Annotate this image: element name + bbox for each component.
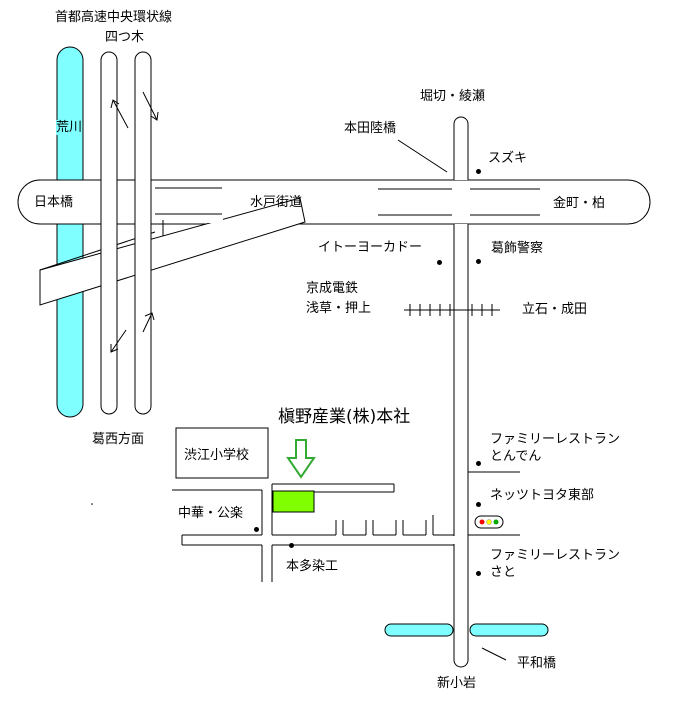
kasai-label: 葛西方面 [92,432,145,447]
company-hq-block [272,490,315,513]
katsushika-police-dot [476,259,481,264]
shibue-school-building [175,427,269,479]
company-title: 槇野産業(株)本社 [278,407,411,427]
asakusa-label: 浅草・押上 [306,301,372,316]
expressway-label: 首都高速中央環状線 [55,10,173,25]
netz-toyota-label: ネッツトヨタ東部 [490,488,595,503]
honda-senko-dot [289,543,294,548]
keisei-label: 京成電鉄 [306,281,359,296]
expressway-lane-right [134,51,152,415]
arakawa-label: 荒川 [56,120,83,135]
mito-kaido-label: 水戸街道 [250,195,303,210]
family1-label-line2: とんでん [490,449,542,464]
direction-arrows [110,91,159,353]
chuka-label: 中華・公楽 [178,506,244,521]
family2-label-line1: ファミリーレストラン [490,548,621,563]
family2-label-line2: さと [490,565,517,580]
heiwabashi-river-left [384,623,454,637]
expressway-lane-left [100,51,118,415]
family2-dot [476,571,481,576]
hondarikkyo-leader [397,139,448,173]
suzuki-label: スズキ [488,151,528,166]
arakawa-river [56,46,84,418]
itoyokado-dot [437,260,442,265]
shibue-school-label: 渋江小学校 [184,448,250,463]
netz-toyota-dot [476,502,481,507]
heiwabashi-leader [481,647,507,661]
chuka-dot [254,527,259,532]
nihonbashi-label: 日本橋 [34,195,74,210]
down-arrow-icon [286,439,316,479]
kanamachi-label: 金町・柏 [553,196,606,211]
hondarikkyo-label: 本田陸橋 [344,121,397,136]
tateishi-label: 立石・成田 [522,302,588,317]
family1-label-line1: ファミリーレストラン [490,432,621,447]
heiwabashi-river-right [469,623,549,637]
heiwabashi-label: 平和橋 [517,656,557,671]
katsushika-police-label: 葛飾警察 [491,241,544,256]
suzuki-dot [476,169,481,174]
itoyokado-label: イトーヨーカドー [318,240,423,255]
yotsugi-label: 四つ木 [105,30,145,45]
main-north-south-road [453,116,469,180]
honda-senko-label: 本多染工 [286,559,339,574]
family1-dot [476,461,481,466]
horikiri-label: 堀切・綾瀬 [420,89,486,104]
shinkoiwa-label: 新小岩 [437,676,477,691]
local-roads [172,471,520,582]
